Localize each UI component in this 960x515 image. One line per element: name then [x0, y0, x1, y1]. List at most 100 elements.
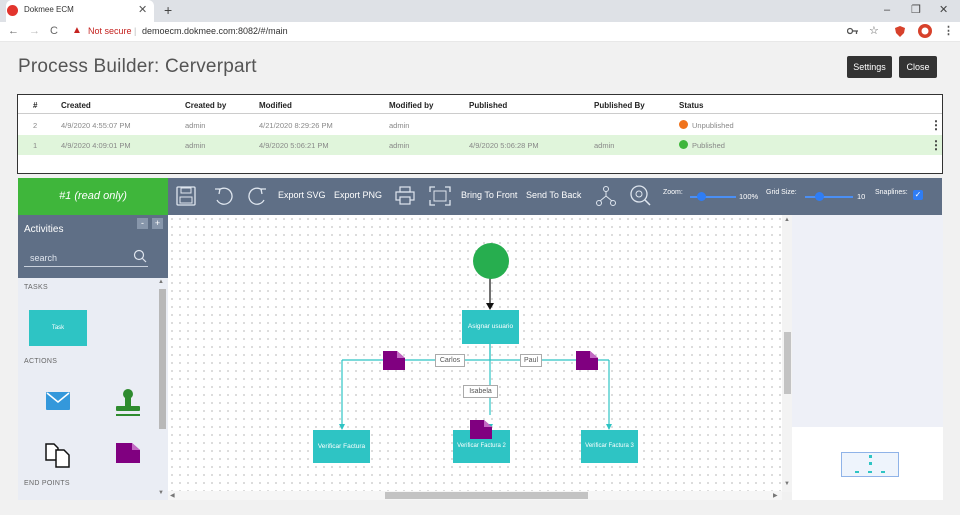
browser-tab-bar [0, 0, 960, 22]
activities-search-input[interactable] [24, 249, 148, 267]
zoom-slider[interactable] [690, 196, 736, 198]
row-created-by: admin [185, 121, 206, 130]
save-icon[interactable] [176, 186, 196, 206]
new-tab-button[interactable]: + [164, 2, 173, 18]
scroll-down-icon[interactable]: ▼ [784, 481, 790, 487]
document-node-icon[interactable] [576, 351, 598, 370]
zoom-slider-handle[interactable] [697, 192, 706, 201]
print-icon[interactable] [395, 186, 415, 206]
search-placeholder: search [30, 253, 58, 263]
undo-icon[interactable] [213, 186, 233, 206]
process-node-verify-3[interactable]: Verificar Factura 3 [581, 430, 638, 463]
properties-panel [792, 215, 943, 427]
layout-tree-icon[interactable] [595, 185, 617, 207]
column-header-modified-by: Modified by [389, 101, 434, 110]
scroll-right-icon[interactable]: ▶ [773, 493, 778, 499]
dokmee-favicon-icon [7, 5, 18, 16]
row-published-by: admin [594, 141, 615, 150]
bring-to-front-button[interactable]: Bring To Front [461, 190, 518, 200]
grid-size-label: Grid Size: [766, 189, 797, 196]
document-node-icon[interactable] [383, 351, 405, 370]
grid-size-slider-handle[interactable] [814, 192, 824, 201]
star-icon[interactable]: ☆ [869, 25, 879, 37]
page-title: Process Builder: Cerverpart [18, 56, 257, 77]
fit-to-screen-icon[interactable] [429, 186, 451, 206]
collapse-button[interactable]: - [137, 218, 148, 229]
search-icon[interactable] [133, 249, 147, 263]
export-png-button[interactable]: Export PNG [334, 190, 383, 200]
back-arrow-icon[interactable]: ← [8, 25, 19, 37]
canvas-horizontal-scroll-thumb[interactable] [385, 492, 588, 499]
redo-icon[interactable] [248, 186, 268, 206]
edge-label-right[interactable]: Paul [520, 354, 542, 367]
send-to-back-button[interactable]: Send To Back [526, 190, 582, 200]
status-dot-icon [679, 120, 688, 129]
row-menu-icon[interactable]: ⋮ [930, 138, 942, 152]
table-row[interactable] [18, 135, 942, 155]
start-event-icon[interactable] [472, 242, 510, 280]
process-node-verify-1[interactable]: Verificar Factura [313, 430, 370, 463]
zoom-icon[interactable] [629, 184, 651, 206]
end-points-section-label: END POINTS [24, 480, 70, 487]
email-action-icon[interactable] [46, 391, 70, 411]
grid-size-slider[interactable] [805, 196, 853, 198]
settings-button[interactable]: Settings [847, 56, 892, 78]
sidebar-scrollbar[interactable] [159, 289, 166, 429]
edge-label-middle[interactable]: Isabela [463, 385, 498, 398]
menu-icon[interactable]: ⋮ [943, 25, 954, 37]
column-header-num: # [33, 101, 38, 110]
column-header-modified: Modified [259, 101, 292, 110]
expand-button[interactable]: + [152, 218, 163, 229]
scroll-left-icon[interactable]: ◀ [170, 493, 175, 499]
row-published: 4/9/2020 5:06:28 PM [469, 141, 539, 150]
browser-toolbar [0, 22, 960, 42]
reload-icon[interactable]: C [50, 25, 58, 37]
shield-icon[interactable] [895, 26, 905, 37]
minimize-icon[interactable]: ‒ [884, 4, 891, 16]
grid-size-value: 10 [857, 192, 866, 201]
actions-section-label: ACTIONS [24, 358, 58, 365]
copy-documents-icon[interactable] [44, 440, 72, 468]
tab-title: Dokmee ECM [24, 5, 74, 14]
edge-label-left[interactable]: Carlos [435, 354, 465, 367]
row-created: 4/9/2020 4:55:07 PM [61, 121, 131, 130]
status-dot-icon [679, 140, 688, 149]
canvas-vertical-scroll-thumb[interactable] [784, 332, 791, 394]
forward-arrow-icon[interactable]: → [29, 25, 40, 37]
document-node-icon[interactable] [470, 420, 492, 439]
zoom-label: Zoom: [663, 189, 683, 196]
version-label: #1 (read only) [59, 190, 127, 202]
table-row[interactable] [18, 115, 942, 135]
column-header-published: Published [469, 101, 508, 110]
document-action-icon[interactable] [116, 443, 140, 463]
task-tile[interactable]: Task [29, 310, 87, 346]
scroll-up-icon[interactable]: ▲ [784, 217, 790, 223]
zoom-value: 100% [739, 192, 759, 201]
address-url[interactable]: demoecm.dokmee.com:8082/#/main [142, 26, 288, 36]
tab-close-icon[interactable]: ✕ [138, 4, 148, 16]
warning-icon: ▲ [72, 25, 82, 36]
row-modified-by: admin [389, 121, 410, 130]
key-icon[interactable] [847, 26, 859, 36]
window-close-icon[interactable]: ✕ [939, 4, 949, 16]
sidebar-scroll-down-icon[interactable]: ▼ [158, 490, 164, 496]
row-modified-by: admin [389, 141, 410, 150]
row-menu-icon[interactable]: ⋮ [930, 118, 942, 132]
export-svg-button[interactable]: Export SVG [278, 190, 326, 200]
version-header [18, 178, 168, 215]
column-header-created: Created [61, 101, 91, 110]
row-modified: 4/9/2020 5:06:21 PM [259, 141, 329, 150]
row-num: 2 [33, 121, 38, 130]
browser-tab[interactable] [6, 0, 154, 22]
profile-icon[interactable] [918, 24, 932, 38]
address-separator: | [134, 26, 137, 36]
sidebar-scroll-up-icon[interactable]: ▲ [158, 279, 164, 285]
close-button[interactable]: Close [899, 56, 937, 78]
snaplines-label: Snaplines: [875, 189, 908, 196]
stamp-action-icon[interactable] [114, 388, 142, 418]
column-header-created-by: Created by [185, 101, 227, 110]
not-secure-label[interactable]: Not secure [88, 26, 132, 36]
process-node-assign[interactable]: Asignar usuario [462, 310, 519, 344]
restore-icon[interactable]: ❐ [911, 4, 921, 16]
snaplines-checkbox[interactable]: ✓ [913, 190, 923, 200]
